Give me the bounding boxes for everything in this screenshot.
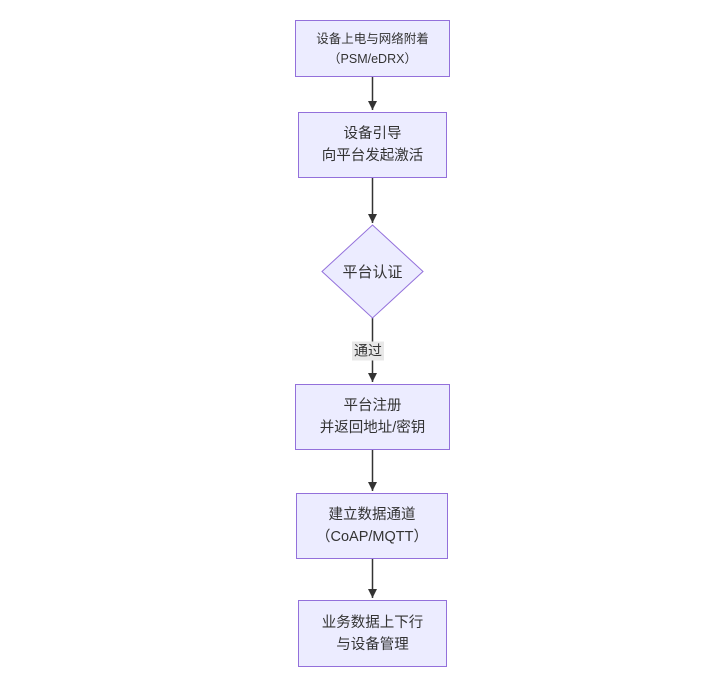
node-text-line: 并返回地址/密钥 bbox=[319, 420, 426, 436]
node-device-bootstrap: 设备引导 向平台发起激活 bbox=[298, 112, 447, 178]
node-text-line: 建立数据通道 bbox=[328, 507, 416, 523]
node-text-line: 向平台发起激活 bbox=[321, 148, 424, 164]
node-text-line: 与设备管理 bbox=[336, 636, 409, 653]
node-text-line: 平台注册 bbox=[343, 398, 402, 414]
node-text-line: （PSM/eDRX） bbox=[328, 51, 417, 66]
node-device-power-attach: 设备上电与网络附着 （PSM/eDRX） bbox=[295, 20, 450, 77]
node-business-data: 业务数据上下行 与设备管理 bbox=[298, 600, 447, 667]
node-text-line: 业务数据上下行 bbox=[321, 614, 424, 631]
node-text-line: 设备引导 bbox=[343, 126, 402, 142]
node-text-line: 平台认证 bbox=[342, 264, 403, 281]
node-data-channel: 建立数据通道 （CoAP/MQTT） bbox=[296, 493, 448, 559]
node-platform-auth-decision: 平台认证 bbox=[322, 260, 423, 283]
node-platform-register: 平台注册 并返回地址/密钥 bbox=[295, 384, 450, 450]
node-text-line: 设备上电与网络附着 bbox=[316, 31, 429, 46]
edge-label-pass: 通过 bbox=[352, 341, 384, 361]
node-text-line: （CoAP/MQTT） bbox=[316, 529, 428, 545]
